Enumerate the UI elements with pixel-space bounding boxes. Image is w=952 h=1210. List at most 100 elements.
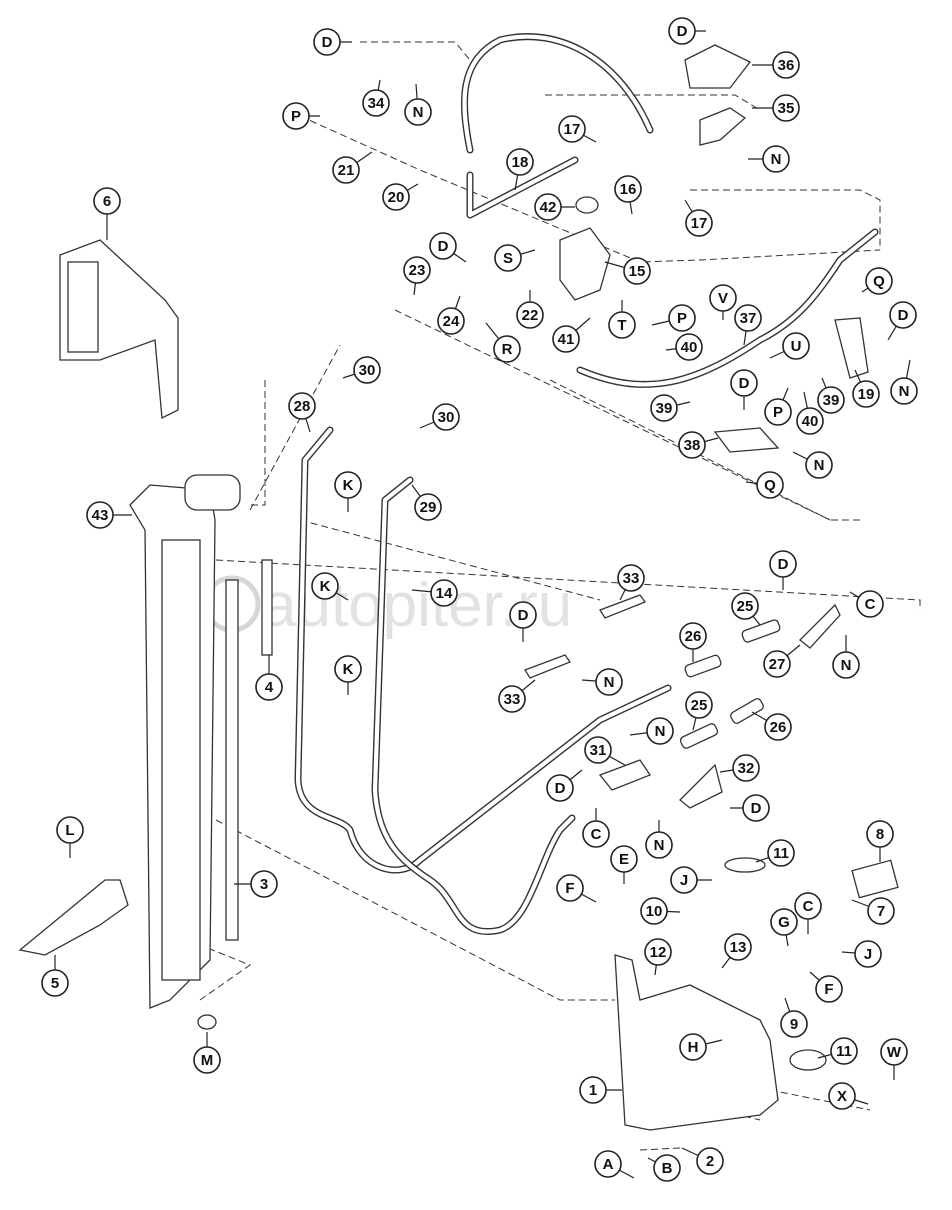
callout-circle (614, 175, 642, 203)
callout-K: K (334, 655, 362, 683)
callout-label: 36 (778, 57, 795, 74)
callout-D: D (668, 17, 696, 45)
callout-C: C (794, 892, 822, 920)
callout-circle (595, 668, 623, 696)
callout-24: 24 (437, 307, 465, 335)
callout-label: C (803, 898, 814, 915)
callout-circle (668, 17, 696, 45)
callout-label: T (617, 317, 626, 334)
plate-part-36 (684, 44, 752, 89)
callout-label: 3 (260, 876, 268, 893)
callout-circle (764, 713, 792, 741)
callout-36: 36 (772, 51, 800, 79)
callout-label: 1 (589, 1082, 597, 1099)
callout-N: N (595, 668, 623, 696)
callout-circle (430, 579, 458, 607)
callout-17: 17 (558, 115, 586, 143)
callout-D: D (730, 369, 758, 397)
callout-38: 38 (678, 431, 706, 459)
callout-circle (645, 831, 673, 859)
callout-circle (432, 403, 460, 431)
callout-circle (817, 386, 845, 414)
callout-circle (653, 1154, 681, 1182)
callout-circle (709, 284, 737, 312)
coupler-part-26-lower (730, 698, 764, 724)
callout-circle (678, 431, 706, 459)
callout-J: J (854, 940, 882, 968)
callout-label: 23 (409, 262, 426, 279)
callout-circle (796, 407, 824, 435)
callout-label: C (865, 596, 876, 613)
callout-circle (866, 820, 894, 848)
callout-label: A (603, 1156, 614, 1173)
callout-circle (608, 311, 636, 339)
callout-circle (404, 98, 432, 126)
callout-circle (516, 301, 544, 329)
callout-circle (534, 193, 562, 221)
callout-F: F (556, 874, 584, 902)
callout-label: 26 (770, 719, 787, 736)
callout-15: 15 (623, 257, 651, 285)
callout-label: D (555, 780, 566, 797)
callout-C: C (582, 820, 610, 848)
callout-label: J (680, 872, 688, 889)
callout-label: U (791, 338, 802, 355)
plate-part-5 (18, 879, 129, 956)
callout-label: D (518, 607, 529, 624)
callout-40: 40 (796, 407, 824, 435)
callout-circle (382, 183, 410, 211)
callout-circle (288, 392, 316, 420)
callout-label: E (619, 851, 629, 868)
callout-circle (670, 866, 698, 894)
callout-circle (856, 590, 884, 618)
valve-block-part-15 (559, 227, 611, 301)
callout-label: F (565, 880, 574, 897)
callout-circle (724, 933, 752, 961)
callout-26: 26 (764, 713, 792, 741)
callout-circle (880, 1038, 908, 1066)
callout-circle (311, 572, 339, 600)
callout-label: 10 (646, 903, 663, 920)
callout-circle (506, 148, 534, 176)
callout-circle (889, 301, 917, 329)
callout-circle (552, 325, 580, 353)
callout-35: 35 (772, 94, 800, 122)
callout-label: N (814, 457, 825, 474)
callout-circle (556, 874, 584, 902)
callout-circle (644, 938, 672, 966)
callout-label: 26 (685, 628, 702, 645)
callout-circle (805, 451, 833, 479)
callout-circle (679, 622, 707, 650)
callout-14: 14 (430, 579, 458, 607)
callout-S: S (494, 244, 522, 272)
callout-circle (437, 307, 465, 335)
callout-circle (584, 736, 612, 764)
callout-circle (193, 1046, 221, 1074)
callout-label: 9 (790, 1016, 798, 1033)
callout-D: D (546, 774, 574, 802)
callout-label: F (824, 981, 833, 998)
callout-R: R (493, 335, 521, 363)
callout-30: 30 (432, 403, 460, 431)
bracket-part-19 (834, 317, 869, 379)
callout-D: D (313, 28, 341, 56)
callout-N: N (645, 831, 673, 859)
callout-label: P (291, 108, 301, 125)
callout-circle (617, 564, 645, 592)
callout-circle (494, 244, 522, 272)
callout-X: X (828, 1082, 856, 1110)
callout-label: 32 (738, 760, 755, 777)
callout-P: P (668, 304, 696, 332)
callout-circle (558, 115, 586, 143)
callout-circle (353, 356, 381, 384)
callout-U: U (782, 332, 810, 360)
callout-label: 33 (504, 691, 521, 708)
callout-label: D (677, 23, 688, 40)
callout-circle (679, 1033, 707, 1061)
callout-D: D (509, 601, 537, 629)
callout-33: 33 (617, 564, 645, 592)
callout-L: L (56, 816, 84, 844)
callout-circle (675, 333, 703, 361)
callout-29: 29 (414, 493, 442, 521)
